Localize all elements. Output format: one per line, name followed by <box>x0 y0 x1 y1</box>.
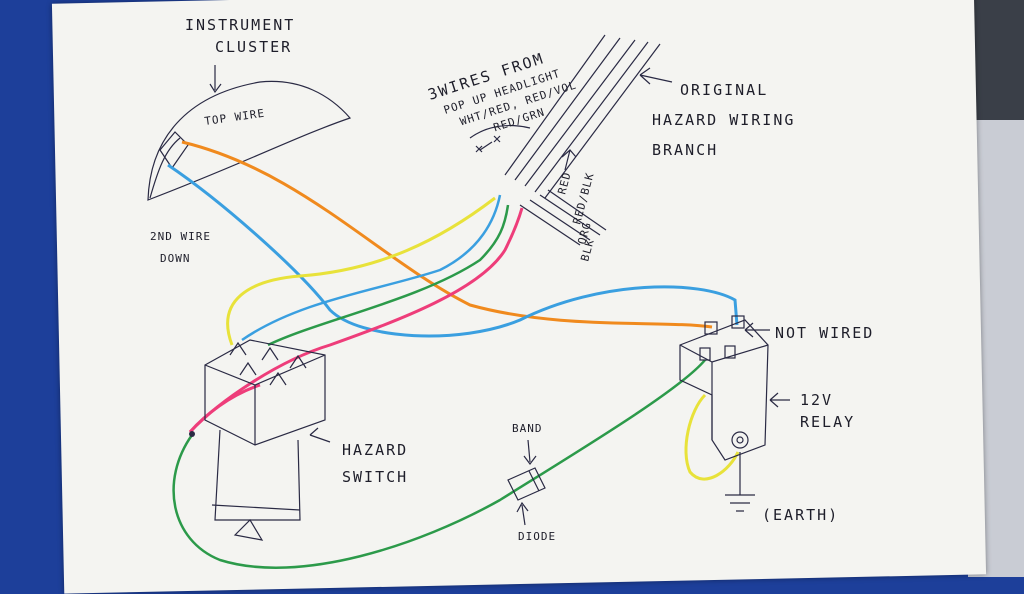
label-original-2: HAZARD WIRING <box>652 111 795 129</box>
wiring-diagram: INSTRUMENT CLUSTER TOP WIRE 2ND WIRE DOW… <box>147 16 874 569</box>
label-earth: (EARTH) <box>762 506 839 524</box>
yellow-relay-wire <box>684 393 740 481</box>
label-hazard-2: SWITCH <box>342 468 408 486</box>
label-wire-red-blk: RED/BLK <box>570 171 596 226</box>
hazard-switch-drawing <box>189 339 331 541</box>
label-diode: DIODE <box>518 530 556 543</box>
wires <box>167 140 740 569</box>
green-wire <box>267 204 510 347</box>
yellow-wire <box>226 196 496 346</box>
label-wire-blk: BLK <box>578 237 596 262</box>
label-wire-red: RED <box>555 170 573 195</box>
label-cluster-2: CLUSTER <box>215 38 292 56</box>
diode-drawing <box>507 439 546 526</box>
blue-wire-2 <box>241 194 502 342</box>
label-wire-org: ORG <box>575 220 593 245</box>
label-relay-2: RELAY <box>800 413 855 431</box>
label-cluster-1: INSTRUMENT <box>185 16 295 34</box>
label-second-wire-1: 2ND WIRE <box>150 230 211 243</box>
label-band: BAND <box>512 422 543 435</box>
label-hazard-1: HAZARD <box>342 441 408 459</box>
instrument-cluster-drawing <box>147 65 352 201</box>
orange-wire <box>181 140 713 329</box>
label-not-wired: NOT WIRED <box>775 324 874 342</box>
pink-wire <box>188 207 524 434</box>
pink-wire-2 <box>188 383 261 433</box>
green-loop-wire <box>172 359 706 569</box>
relay-drawing <box>679 315 790 512</box>
label-second-wire-2: DOWN <box>160 252 191 265</box>
label-top-wire: TOP WIRE <box>204 107 266 128</box>
device-background <box>970 0 1024 120</box>
label-relay-1: 12V <box>800 391 833 409</box>
original-wiring-branch <box>469 34 673 246</box>
label-original-1: ORIGINAL <box>680 81 768 99</box>
label-original-3: BRANCH <box>652 141 718 159</box>
blue-wire <box>167 163 739 338</box>
